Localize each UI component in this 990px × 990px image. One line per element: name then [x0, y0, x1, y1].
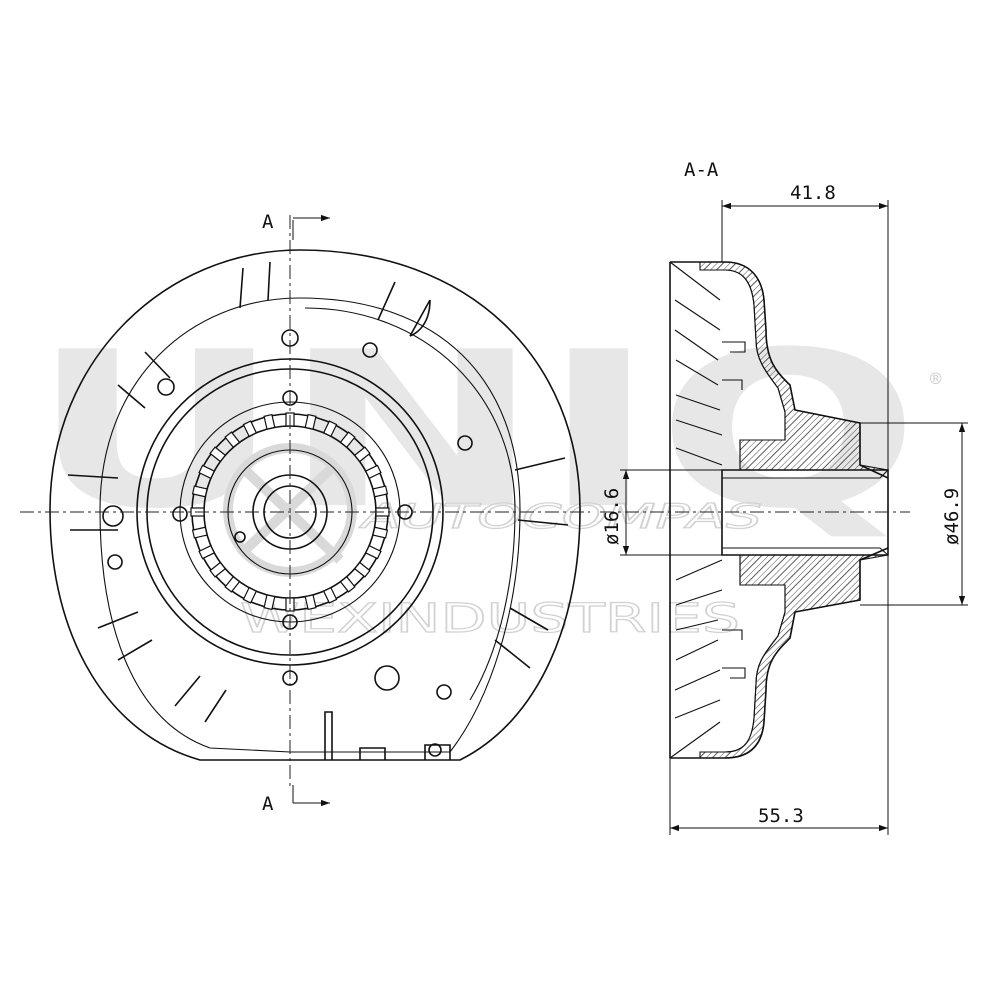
boss-step-contour — [304, 307, 516, 701]
rubber-hatch-bottom — [699, 554, 889, 759]
bearing-tooth — [339, 431, 356, 449]
section-view: A-A 41.8 55.3 — [600, 159, 968, 835]
dim-outer-diameter-value: ø46.9 — [941, 488, 963, 545]
dim-bottom-width-value: 55.3 — [758, 805, 804, 827]
section-cut-bottom: A — [262, 785, 330, 815]
watermark-line1: AUTOCOMPAS — [359, 497, 762, 537]
section-cut-top: A — [262, 211, 330, 240]
bearing-tooth — [372, 485, 389, 498]
watermark-line2: WEXINDUSTRIES — [240, 596, 740, 642]
bearing-tooth — [198, 464, 216, 480]
insert-steps — [722, 341, 746, 679]
front-view: A A — [20, 211, 590, 815]
bearing-tooth — [364, 544, 382, 560]
bearing-tooth — [191, 526, 208, 539]
cut-label-top: A — [262, 211, 274, 233]
cut-label-bottom: A — [262, 793, 274, 815]
bearing-tooth — [209, 561, 227, 578]
bearing-tooth — [263, 413, 276, 430]
dim-inner-diameter: ø16.6 — [601, 469, 722, 556]
dim-inner-diameter-value: ø16.6 — [601, 488, 623, 545]
bearing-tooth — [353, 561, 371, 578]
radial-ribs — [67, 261, 569, 723]
dim-outer-diameter: ø46.9 — [860, 422, 968, 606]
bearing-tooth — [304, 413, 317, 430]
bearing-tooth — [339, 575, 356, 593]
flange-fins — [669, 261, 723, 759]
bearing-tooth — [191, 485, 208, 498]
dim-top-width: 41.8 — [721, 182, 889, 470]
bearing-tooth — [263, 594, 276, 611]
bearing-tooth — [322, 420, 338, 438]
dim-top-width-value: 41.8 — [790, 182, 836, 204]
bearing-tooth — [224, 575, 241, 593]
bearing-tooth — [322, 586, 338, 604]
bottom-notches — [324, 711, 451, 760]
rubber-hatch-top — [699, 261, 889, 471]
bore-chamfer — [722, 469, 889, 556]
bearing-tooth — [242, 420, 258, 438]
watermark-registered: ® — [930, 368, 942, 390]
bearing-tooth — [364, 464, 382, 480]
bearing-tooth — [372, 526, 389, 539]
bearing-tooth — [304, 594, 317, 611]
bearing-tooth — [209, 446, 227, 463]
dim-bottom-width: 55.3 — [669, 555, 889, 835]
inner-flange-contour — [99, 297, 521, 753]
bearing-tooth — [224, 431, 241, 449]
bearing-tooth — [198, 544, 216, 560]
outer-profile — [49, 249, 581, 761]
section-view-label: A-A — [684, 159, 719, 181]
watermark-brand: UNIQ — [30, 305, 920, 556]
bearing-tooth — [242, 586, 258, 604]
bearing-tooth — [353, 446, 371, 463]
